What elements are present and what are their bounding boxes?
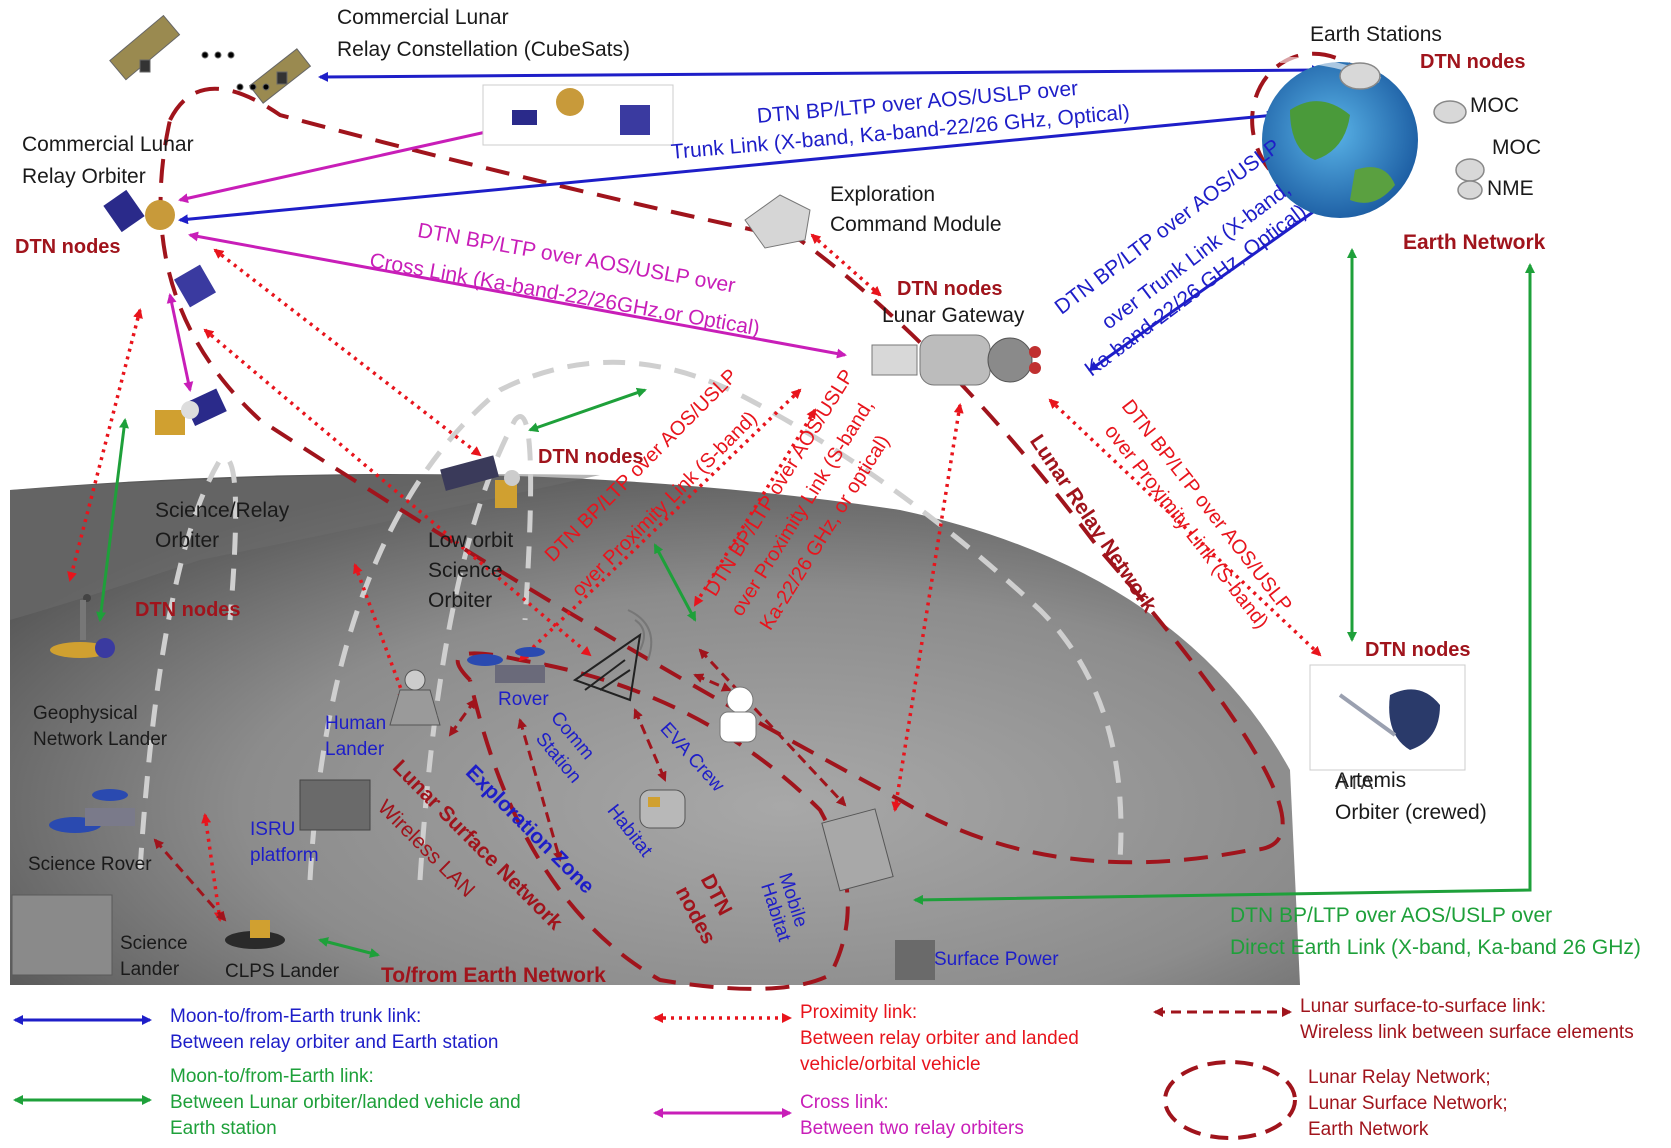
rover-icon [467,647,545,683]
gateway-station-icon [871,334,1041,386]
artemis-label-2: Orbiter (crewed) [1335,801,1487,824]
surface-power-icon [895,940,935,980]
science-relay-label-2: Orbiter [155,529,220,552]
science-lander-label-2: Lander [120,959,180,980]
satellite-icon [440,455,520,508]
earth-globe-icon [1262,56,1418,218]
low-orbit-label-1: Low orbit [428,529,514,552]
legend-trunk-desc: Between relay orbiter and Earth station [170,1032,499,1053]
clps-lander-label: CLPS Lander [225,961,340,982]
legend-trunk-title: Moon-to/from-Earth trunk link: [170,1006,422,1027]
surface-power-label: Surface Power [934,949,1059,970]
legend-cross-desc: Between two relay orbiters [800,1118,1024,1139]
dtn-label-low-orbit: DTN nodes [538,446,644,468]
legend-prox-desc-2: vehicle/orbital vehicle [800,1054,981,1075]
dtn-label-relay-orbiter: DTN nodes [15,236,121,258]
science-relay-label-1: Science/Relay [155,499,290,522]
isru-label-1: ISRU [250,819,296,840]
low-orbit-label-3: Orbiter [428,589,493,612]
legend-earth-desc-1: Between Lunar orbiter/landed vehicle and [170,1092,521,1113]
exploration-cm-label-1: Exploration [830,183,936,206]
legend-prox-title: Proximity link: [800,1002,918,1023]
legend-earth-title: Moon-to/from-Earth link: [170,1066,374,1087]
satellite-icon [512,88,650,135]
direct-link-label-2: Direct Earth Link (X-band, Ka-band 26 GH… [1230,936,1641,959]
astronaut-icon [719,686,757,743]
rover-icon [49,789,135,833]
dtn-label-gateway: DTN nodes [897,278,1003,300]
earth-links [96,248,1535,958]
legend-cross-title: Cross link: [800,1092,889,1113]
legend-prox-desc-1: Between relay orbiter and landed [800,1028,1079,1049]
lunar-gateway-label: Lunar Gateway [882,304,1025,327]
relay-orbiter-label-2: Relay Orbiter [22,165,146,188]
to-from-earth-label: To/from Earth Network [381,964,606,987]
cubesats-label-2: Relay Constellation (CubeSats) [337,38,630,61]
lander-icon [225,920,285,949]
cubesats-label-1: Commercial Lunar [337,6,509,29]
capsule-icon [744,194,811,249]
artemis-inset [1309,664,1466,771]
lander-icon [50,594,115,658]
isru-platform-photo [299,779,371,831]
lander-icon [389,669,441,726]
geophysical-label-2: Network Lander [33,729,168,750]
relay-orbiter-label-1: Commercial Lunar [22,133,194,156]
dish-antenna-icon [1339,62,1485,200]
legend-swatches [13,1007,1297,1140]
geophysical-label-1: Geophysical [33,703,138,724]
dtn-label-geophysical: DTN nodes [135,599,241,621]
legend-network-2: Lunar Surface Network; [1308,1093,1508,1114]
legend-network-1: Lunar Relay Network; [1308,1067,1491,1088]
science-lander-label-1: Science [120,933,188,954]
exploration-cm-label-2: Command Module [830,213,1002,236]
direct-link-label-1: DTN BP/LTP over AOS/USLP over [1230,904,1553,927]
moon-shadow [10,474,600,620]
dtn-label-earth: DTN nodes [1420,51,1526,73]
artemis-cut-label: Λ ΓΛ [1335,773,1374,794]
comm-tower-icon [572,609,653,702]
cubesat-icon [109,14,312,104]
habitat-icon [821,808,894,892]
satellite-icon [103,189,216,308]
surface-links [153,648,847,922]
habitat-icon [639,789,686,829]
science-rover-label: Science Rover [28,854,152,875]
legend-surface-desc: Wireless link between surface elements [1300,1022,1634,1043]
rover-label: Rover [498,689,549,710]
dtn-label-artemis: DTN nodes [1365,639,1471,661]
moc-label-1: MOC [1470,94,1519,117]
human-lander-label-1: Human [325,713,387,734]
human-lander-label-2: Lander [325,739,385,760]
legend-earth-desc-2: Earth station [170,1118,277,1139]
nme-label: NME [1487,177,1534,200]
earth-network-label: Earth Network [1403,231,1546,254]
science-lander-photo [11,894,113,976]
legend-surface-title: Lunar surface-to-surface link: [1300,996,1547,1017]
capsule-icon [1338,689,1440,750]
legend-network-3: Earth Network [1308,1119,1429,1140]
isru-label-2: platform [250,845,319,866]
low-orbit-label-2: Science [428,559,503,582]
satellite-icon [155,388,227,435]
earth-stations-label: Earth Stations [1310,23,1442,46]
artemis-label-1: Artemis [1335,769,1407,792]
moc-label-2: MOC [1492,136,1541,159]
